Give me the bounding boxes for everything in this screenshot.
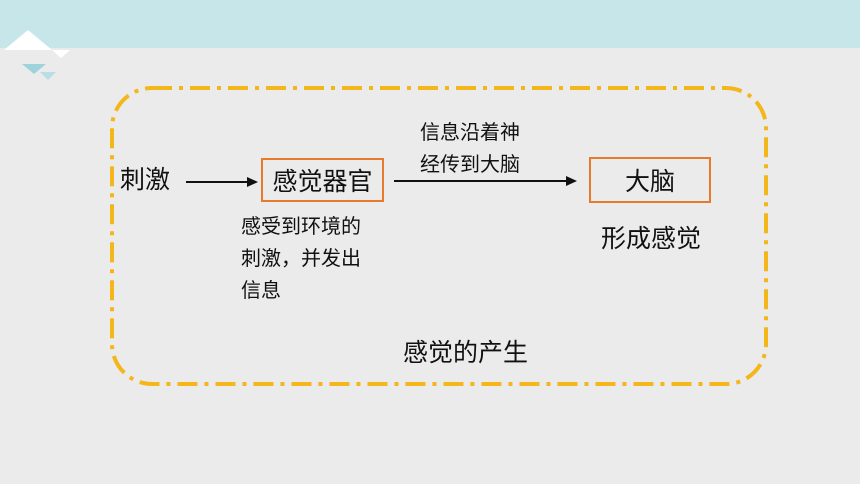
transmission-note-line: 经传到大脑 bbox=[420, 152, 520, 176]
stimulus-label: 刺激 bbox=[120, 165, 171, 194]
teal-small-triangle-shape bbox=[40, 72, 56, 80]
corner-decoration bbox=[4, 30, 70, 80]
brain-label: 大脑 bbox=[624, 167, 675, 196]
transmission-note-line: 信息沿着神 bbox=[420, 120, 520, 144]
sense-organ-note-line: 信息 bbox=[241, 278, 281, 302]
diagram-caption: 感觉的产生 bbox=[403, 338, 529, 367]
arrow-stimulus-to-organ bbox=[186, 177, 258, 187]
sense-organ-note-line: 刺激，并发出 bbox=[241, 246, 361, 270]
brain-box: 大脑 bbox=[589, 157, 711, 203]
sense-organ-note: 感受到环境的 刺激，并发出 信息 bbox=[241, 210, 361, 306]
arrow-organ-to-brain bbox=[394, 176, 577, 186]
brain-note: 形成感觉 bbox=[601, 224, 702, 253]
header-band bbox=[0, 0, 860, 48]
sense-organ-note-line: 感受到环境的 bbox=[241, 214, 361, 238]
teal-triangle-shape bbox=[22, 64, 46, 74]
transmission-note: 信息沿着神 经传到大脑 bbox=[420, 116, 520, 180]
white-triangle-shape bbox=[4, 30, 52, 50]
sense-organ-box: 感觉器官 bbox=[261, 158, 384, 202]
sense-organ-label: 感觉器官 bbox=[272, 167, 373, 196]
white-small-triangle-shape bbox=[52, 50, 70, 58]
